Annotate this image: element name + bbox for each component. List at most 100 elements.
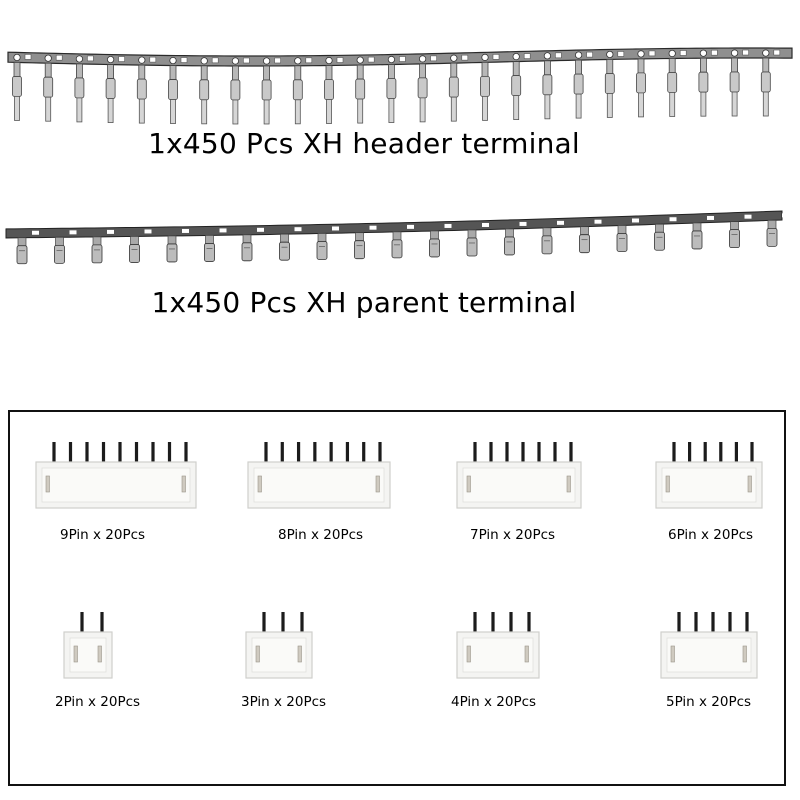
connector-pin [694,612,698,640]
header-terminal-caption: 1x450 Pcs XH header terminal [148,127,580,160]
connector-6pin-label: 6Pin x 20Pcs [668,527,754,543]
connector-5pin-label: 5Pin x 20Pcs [666,694,752,710]
connector-pin [52,442,56,470]
header-terminal-pin [292,57,313,125]
header-terminal-pin [604,50,625,118]
parent-terminal-socket [579,219,602,254]
header-terminal-strip-image [0,40,800,130]
carrier-band [5,210,783,239]
parent-terminal-socket [16,230,39,265]
parent-terminal-socket [541,220,564,255]
connector-5pin-image [657,610,761,684]
connector-7pin-label: 7Pin x 20Pcs [470,527,556,543]
connector-pin [569,442,573,470]
parent-terminal-socket [166,228,189,263]
connector-8pin-label: 8Pin x 20Pcs [278,527,364,543]
header-terminal-pin [511,52,531,120]
connector-pin [688,442,692,470]
connector-pin [728,612,732,640]
parent-terminal-socket [316,226,339,260]
connector-pin [296,442,301,470]
connector-housings-panel: 9Pin x 20Pcs 8Pin x 20Pcs 7Pin x 20Pcs 6… [8,410,786,786]
header-terminal-pin [105,55,125,123]
connector-2pin-label: 2Pin x 20Pcs [55,694,141,710]
connector-7pin-image [453,440,585,514]
header-terminal-pin [667,49,687,117]
connector-pin [553,442,557,470]
connector-9pin-label: 9Pin x 20Pcs [60,527,146,543]
parent-terminal-socket [466,222,489,257]
connector-4pin-image [453,610,543,684]
header-terminal-pin [480,53,500,121]
parent-terminal-socket [354,225,377,260]
connector-pin [300,612,304,640]
connector-3pin-image [242,610,316,684]
parent-terminal-strip-image [0,205,800,270]
parent-terminal-socket [616,218,639,252]
header-terminal-pin [199,57,219,125]
connector-pin [264,442,268,470]
connector-pin [101,442,106,470]
parent-terminal-socket [654,217,677,251]
connector-pin [80,612,84,640]
header-terminal-pin [729,49,749,117]
connector-pin [329,442,333,470]
connector-3pin-label: 3Pin x 20Pcs [241,694,327,710]
parent-terminal-socket [391,224,414,259]
connector-pin [672,442,676,470]
header-terminal-pin [74,55,94,123]
connector-8pin-image [244,440,394,514]
connector-pin [745,612,749,640]
connector-pin [527,612,531,640]
header-terminal-pin [324,56,344,124]
connector-pin [509,612,513,640]
connector-pin [68,442,73,470]
parent-terminal-socket [129,229,152,263]
connector-pin [85,442,89,470]
connector-pin [281,612,285,640]
header-terminal-pin [386,55,406,123]
connector-pin [537,442,541,470]
connector-pin [473,442,477,470]
connector-9pin-image [32,440,200,514]
parent-terminal-socket [54,230,77,264]
connector-pin [184,442,188,470]
connector-pin [677,612,681,640]
connector-4pin-label: 4Pin x 20Pcs [451,694,537,710]
connector-pin [505,442,509,470]
parent-terminal-caption: 1x450 Pcs XH parent terminal [151,286,577,319]
connector-pin [118,442,122,470]
connector-pin [489,442,493,470]
header-terminal-pin [636,50,656,118]
connector-pin [521,442,525,470]
header-terminal-pin [573,51,593,119]
header-terminal-pin [12,53,32,121]
connector-2pin-image [60,610,116,684]
parent-terminal-socket [729,214,752,249]
parent-terminal-socket [241,227,264,262]
connector-pin [491,612,495,640]
connector-pin [734,442,738,470]
connector-pin [313,442,317,470]
header-terminal-pin [698,49,718,117]
header-terminal-pin [168,56,188,124]
parent-terminal-socket [204,228,227,262]
connector-pin [711,612,715,640]
header-terminal-pin [43,54,63,122]
parent-terminal-socket [766,213,789,247]
connector-pin [719,442,723,470]
header-terminal-pin [448,54,469,122]
connector-pin [100,612,104,640]
header-terminal-pin [417,55,437,123]
header-terminal-pin [230,57,250,125]
connector-pin [362,442,366,470]
connector-pin [378,442,382,470]
parent-terminal-socket [691,215,714,250]
header-terminal-pin [542,52,562,120]
header-terminal-pin [355,56,375,124]
parent-terminal-socket [504,221,527,256]
parent-terminal-socket [279,227,302,261]
connector-pin [167,442,172,470]
connector-pin [473,612,477,640]
connector-pin [262,612,266,640]
